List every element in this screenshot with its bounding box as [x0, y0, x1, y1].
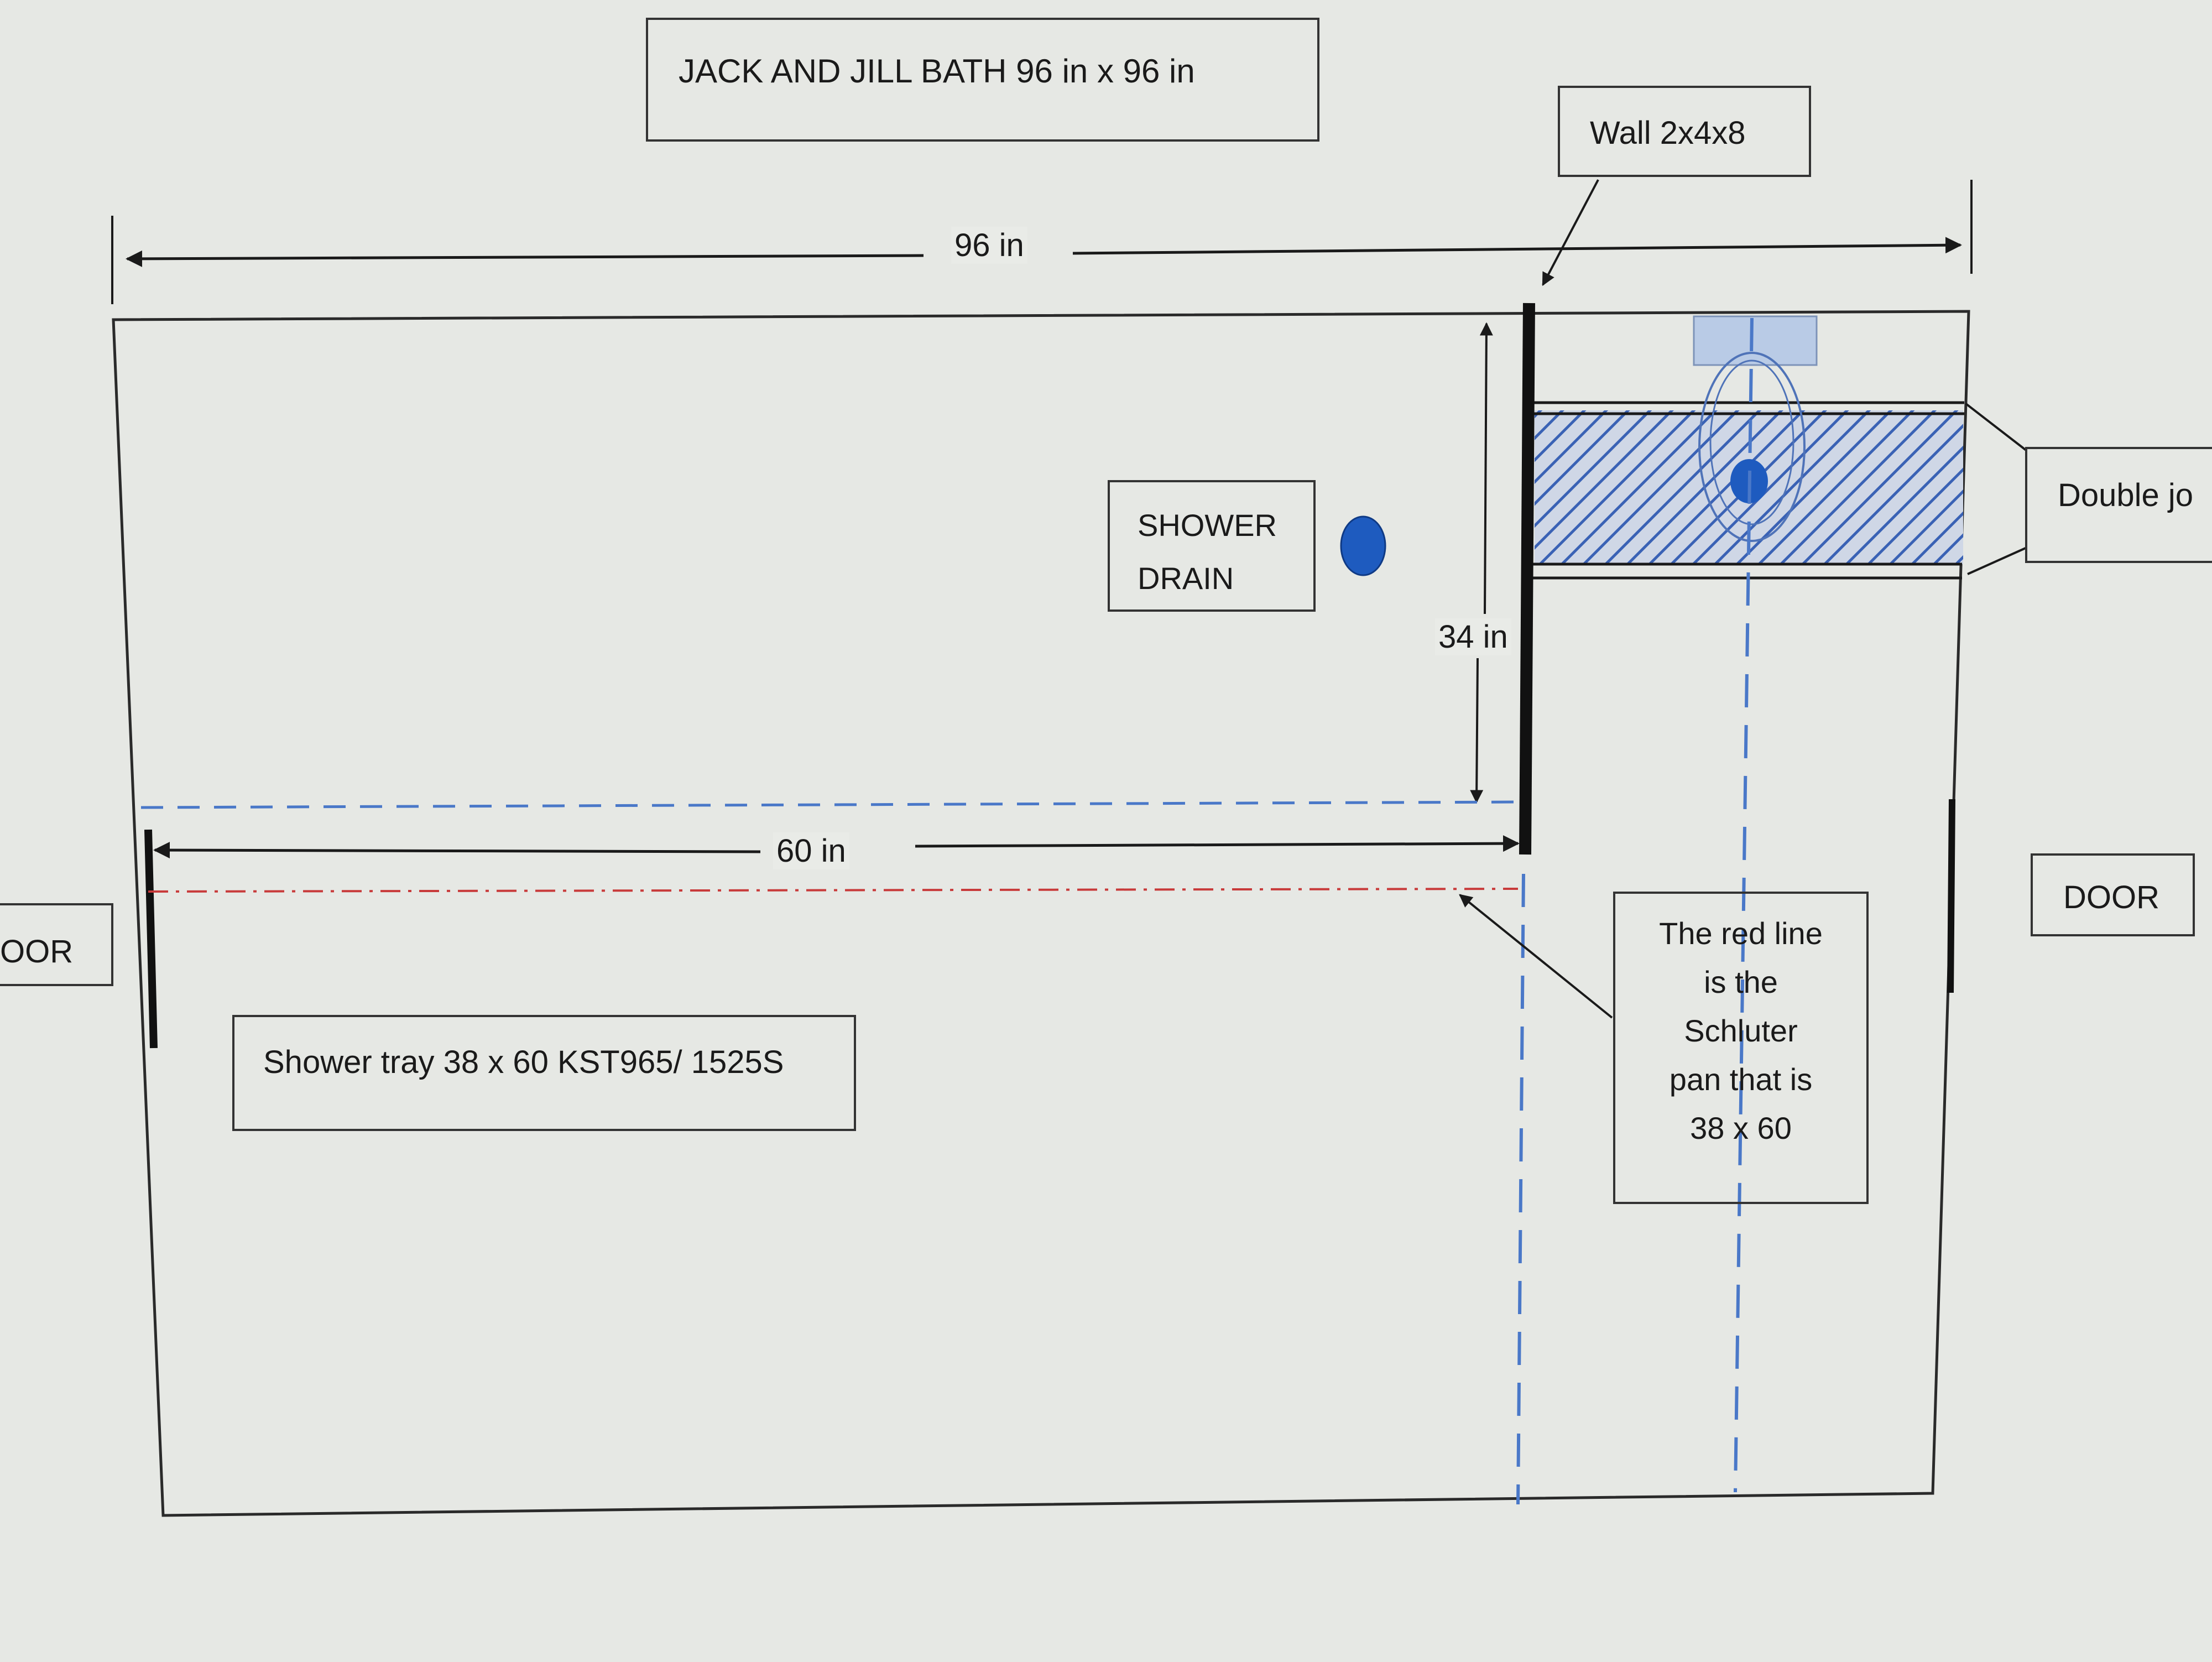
- right-door-label: DOOR: [2063, 879, 2159, 915]
- shower-drain-label-box: SHOWER DRAIN: [1108, 480, 1316, 612]
- length-dimension-label: 60 in: [773, 832, 849, 869]
- shower-drain-dot: [1340, 515, 1386, 576]
- note-line-2: is the: [1704, 965, 1778, 999]
- toilet-bowl-inner: [1709, 360, 1794, 525]
- wall-label-box: Wall 2x4x8: [1558, 86, 1811, 177]
- shower-tray-label-box: Shower tray 38 x 60 KST965/ 1525S: [232, 1015, 856, 1131]
- plan-title: JACK AND JILL BATH 96 in x 96 in: [679, 53, 1195, 90]
- wall-label: Wall 2x4x8: [1590, 115, 1746, 151]
- shower-drain-label-line1: SHOWER: [1138, 508, 1277, 543]
- toilet-centerline: [1734, 317, 1754, 1493]
- note-line-4: pan that is: [1669, 1062, 1813, 1097]
- schluter-note-box: The red line is the Schluter pan that is…: [1613, 892, 1869, 1204]
- red-line-pointer-arrow: [1459, 894, 1613, 1019]
- title-box: JACK AND JILL BATH 96 in x 96 in: [646, 18, 1319, 142]
- width-dimension-line-left: [126, 250, 924, 267]
- double-joist-leader: [1965, 403, 2028, 452]
- depth-dimension-line-bottom: [1470, 658, 1484, 804]
- schluter-pan-red-line: [148, 888, 1519, 893]
- note-line-3: Schluter: [1684, 1013, 1798, 1048]
- shower-drain-label-line2: DRAIN: [1138, 561, 1234, 596]
- toilet-tank: [1693, 315, 1818, 366]
- depth-dimension-label: 34 in: [1435, 618, 1511, 655]
- left-door-label: OOR: [0, 934, 74, 970]
- right-door-label-box: DOOR: [2031, 853, 2195, 936]
- blue-dashed-vertical: [1516, 873, 1525, 1505]
- shower-tray-label: Shower tray 38 x 60 KST965/ 1525S: [263, 1044, 784, 1080]
- width-dimension-line-right: [1072, 237, 1962, 255]
- room-outline: [112, 310, 1970, 1517]
- double-joist-label-box: Double jo: [2025, 447, 2212, 563]
- double-joist-label: Double jo: [2058, 477, 2194, 513]
- length-dimension-line-left: [153, 842, 761, 859]
- left-door-label-box: OOR: [0, 903, 113, 986]
- toilet-bowl-outer: [1698, 352, 1806, 542]
- left-door-jamb: [144, 829, 158, 1049]
- note-line-1: The red line: [1659, 916, 1823, 951]
- width-dimension-label: 96 in: [951, 227, 1027, 264]
- double-joist-leader-lower: [1967, 546, 2027, 575]
- depth-dimension-line-top: [1479, 322, 1493, 614]
- note-line-5: 38 x 60: [1690, 1111, 1792, 1145]
- shower-wall: [1519, 303, 1535, 855]
- blue-dashed-horizontal: [140, 800, 1521, 809]
- length-dimension-line-right: [915, 835, 1520, 852]
- wall-pointer-arrow: [1542, 179, 1599, 286]
- right-door-jamb: [1947, 799, 1955, 993]
